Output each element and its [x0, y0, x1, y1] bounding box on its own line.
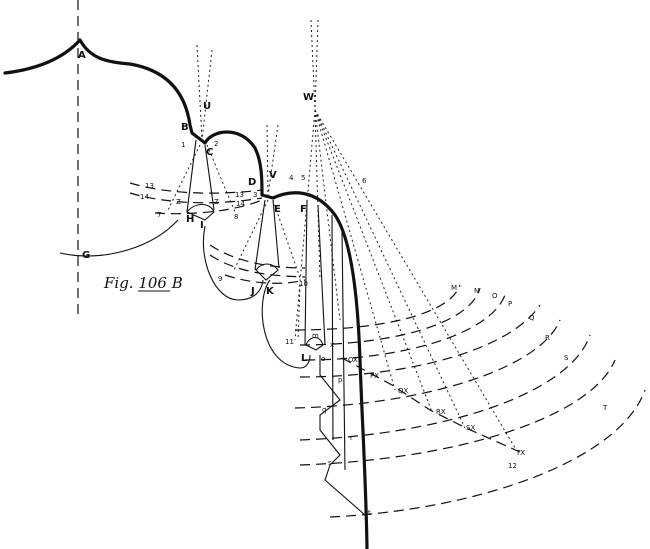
label-z-left: Z — [176, 198, 181, 206]
figure-caption: Fig. 106 B — [103, 274, 183, 292]
label-o-small: o — [321, 355, 325, 363]
num-2: 2 — [214, 140, 218, 148]
arc-label-o: O — [492, 292, 498, 300]
radial-lines — [166, 19, 516, 449]
num-1: 1 — [181, 141, 185, 149]
num-11: 11 — [285, 338, 294, 346]
cusp-j-k — [255, 263, 279, 281]
label-i: I — [200, 220, 204, 231]
num-13-left: 13 — [145, 182, 154, 190]
label-u: U — [203, 101, 211, 112]
label-g: G — [82, 250, 90, 261]
label-b: B — [181, 122, 189, 133]
label-r-small: r — [350, 434, 353, 442]
label-f: F — [300, 204, 307, 215]
num-6: 6 — [362, 177, 367, 185]
arc-label-t: T — [602, 404, 608, 412]
arc-label-m: M — [451, 284, 457, 292]
label-z-right: Z — [214, 198, 219, 206]
arc-label-p: P — [508, 300, 512, 308]
label-m-small: m — [312, 332, 319, 340]
arc-label-s: S — [564, 354, 569, 362]
lobe-i-j — [202, 225, 264, 301]
label-l: L — [301, 353, 308, 364]
label-c: C — [206, 147, 213, 158]
label-qx: QX — [398, 387, 409, 395]
num-9: 9 — [218, 275, 222, 283]
arc-label-r: R — [545, 334, 550, 342]
label-j: J — [250, 286, 255, 297]
solid-construction-lines — [186, 139, 366, 516]
label-rx: RX — [436, 408, 446, 416]
label-px: PX — [370, 372, 379, 380]
cusp-h-i — [186, 203, 215, 221]
num-8: 8 — [234, 213, 238, 221]
num-3: 3 — [253, 191, 257, 199]
label-x-small: x — [330, 341, 334, 349]
label-q-small: q — [322, 406, 326, 414]
label-s-small: s — [328, 459, 332, 467]
arc-label-q: Q — [529, 314, 535, 322]
main-outline — [3, 38, 369, 549]
num-13-right: 13 — [235, 191, 244, 199]
label-w: W — [303, 92, 314, 103]
cross-dashes — [129, 182, 306, 284]
num-12: 12 — [508, 462, 517, 470]
num-4: 4 — [289, 174, 294, 182]
concentric-arcs — [294, 284, 646, 518]
num-10: 10 — [299, 280, 308, 288]
label-a: A — [78, 50, 86, 61]
num-7: 7 — [157, 211, 161, 219]
bulge-curve-g — [59, 219, 179, 257]
lobe-k-l — [261, 279, 311, 369]
label-d: D — [248, 177, 256, 188]
x-point-line — [341, 357, 521, 453]
label-k: K — [266, 286, 275, 297]
label-sx: SX — [466, 424, 475, 432]
num-14-right: 14 — [236, 200, 245, 208]
label-p-small: p — [338, 376, 343, 384]
label-t-small: t — [368, 509, 371, 517]
label-h: H — [186, 214, 194, 225]
arc-label-n: N — [474, 287, 479, 295]
num-5: 5 — [301, 174, 305, 182]
label-ox: OX — [348, 356, 358, 364]
label-v: V — [269, 170, 277, 181]
label-tx: TX — [515, 449, 525, 457]
num-14-left: 14 — [140, 193, 149, 201]
label-e: E — [274, 204, 281, 215]
